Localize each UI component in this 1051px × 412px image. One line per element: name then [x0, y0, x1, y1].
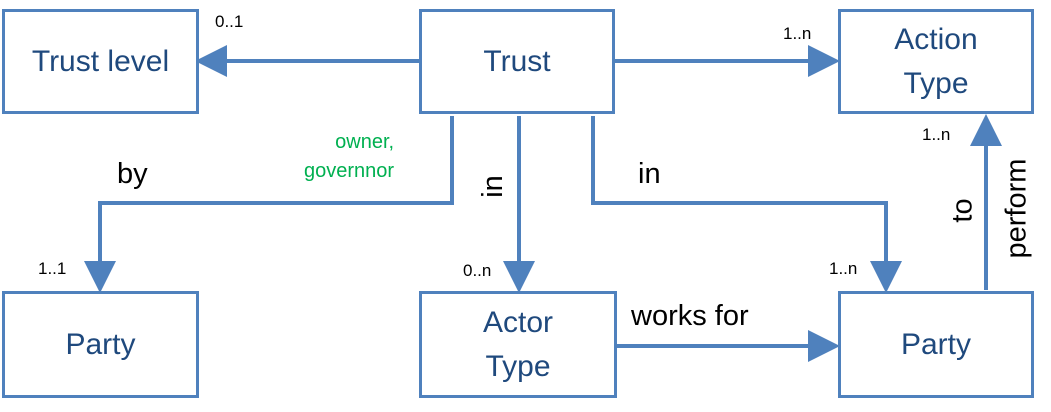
role-label-line1: owner, — [335, 131, 395, 153]
relation-label-perform: perform — [1000, 158, 1033, 259]
role-label-owner-governnor: owner, governnor — [304, 128, 394, 186]
entity-action-type-label-line1: Action — [894, 23, 978, 56]
relation-label-in-party: in — [638, 158, 661, 190]
entity-action-type-label-line2: Type — [903, 66, 969, 100]
multiplicity-action-type-from-trust: 1..n — [783, 24, 812, 43]
relation-label-works-for: works for — [631, 300, 749, 332]
relation-label-in-actor: in — [476, 175, 509, 198]
edge-trust-in-party — [591, 116, 902, 293]
multiplicity-party-left: 1..1 — [38, 259, 67, 278]
multiplicity-action-type-from-party: 1..n — [922, 125, 951, 144]
edge-trust-by-party — [84, 116, 454, 293]
relation-label-to: to — [946, 198, 979, 223]
role-label-line2: governnor — [304, 160, 395, 182]
entity-trust-label: Trust — [483, 44, 551, 78]
relation-label-by: by — [117, 158, 148, 190]
multiplicity-trust-level: 0..1 — [215, 12, 244, 31]
entity-action-type: Action Type — [838, 9, 1034, 114]
entity-party-right: Party — [838, 291, 1034, 398]
entity-actor-type: Actor Type — [419, 291, 617, 398]
entity-actor-type-label-line2: Type — [485, 349, 551, 383]
entity-trust-level-label: Trust level — [31, 44, 170, 78]
multiplicity-actor-type: 0..n — [463, 261, 492, 280]
entity-trust: Trust — [419, 9, 615, 114]
multiplicity-party-right: 1..n — [829, 259, 858, 278]
entity-party-left: Party — [2, 291, 199, 398]
entity-party-left-label: Party — [65, 327, 136, 361]
entity-party-right-label: Party — [900, 327, 972, 361]
entity-trust-level: Trust level — [2, 9, 199, 114]
entity-actor-type-label-line1: Actor — [482, 306, 554, 339]
